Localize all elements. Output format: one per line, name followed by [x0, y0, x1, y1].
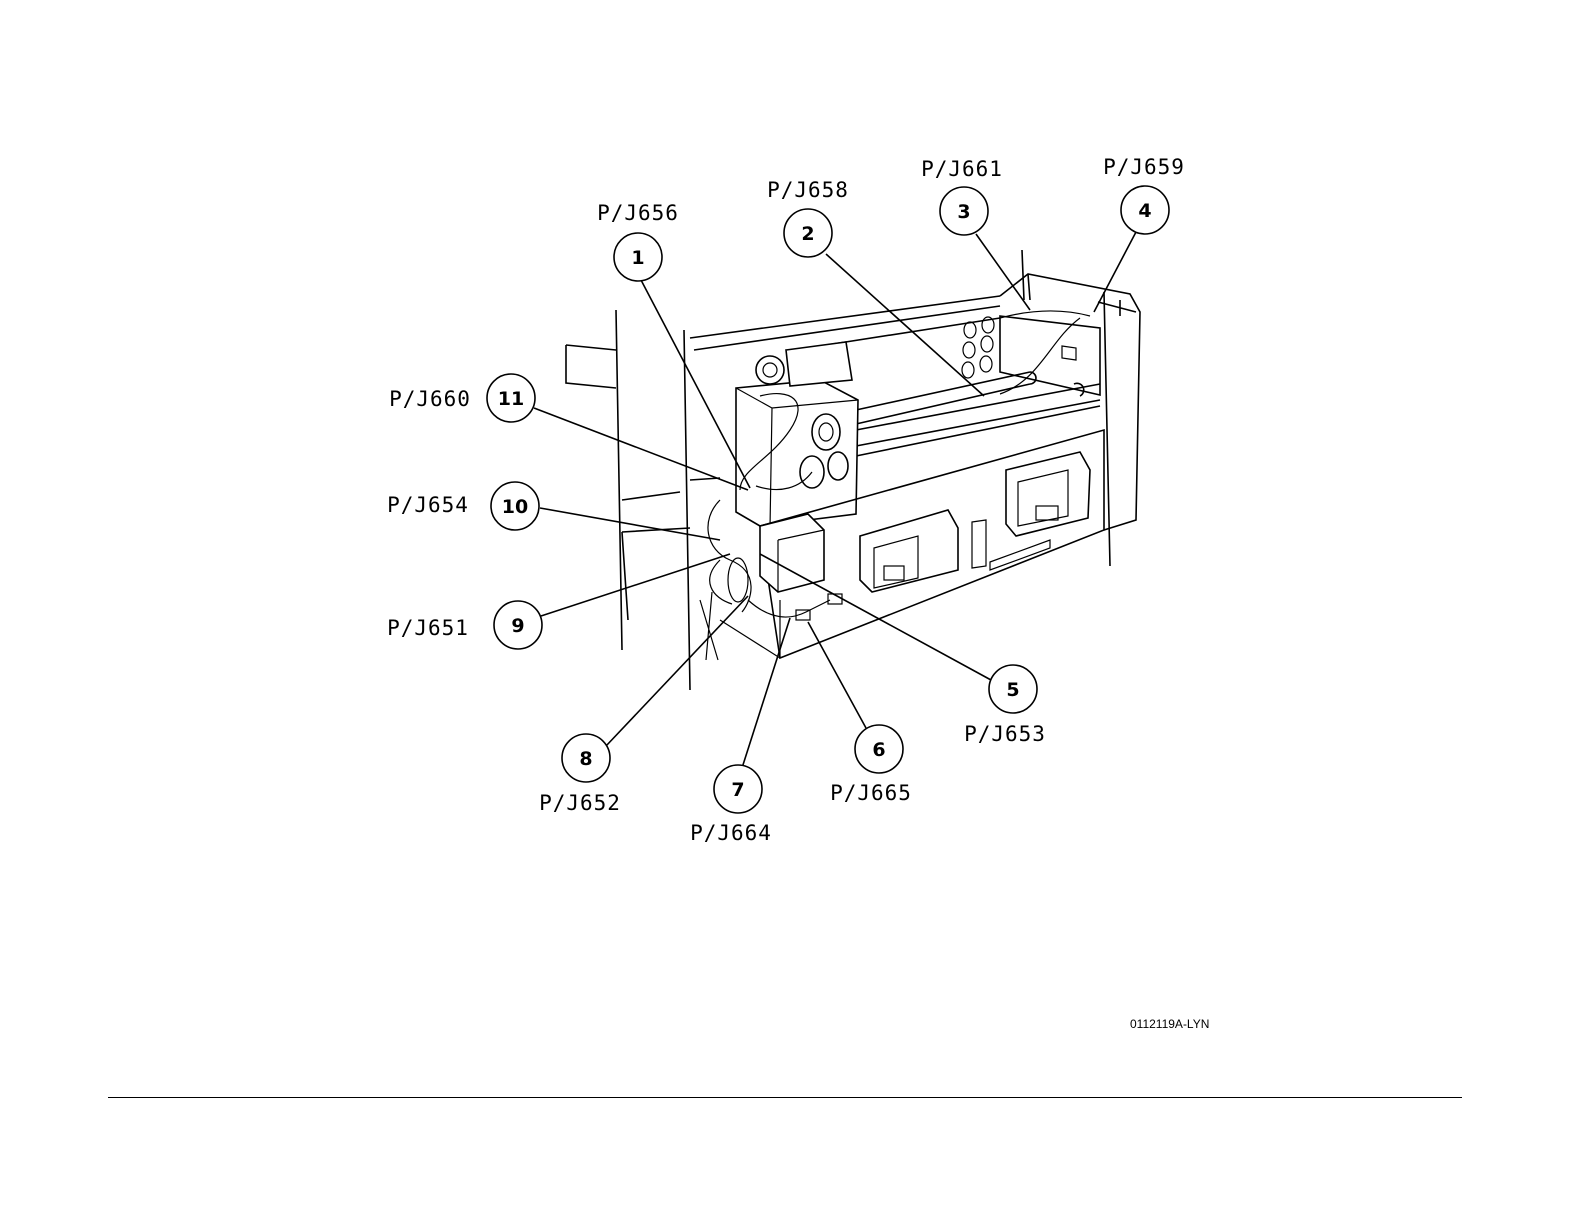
callout-label: P/J665: [830, 781, 912, 805]
callout-label: P/J664: [690, 821, 772, 845]
callout-number: 8: [579, 748, 592, 770]
callout-4: 4 P/J659: [1103, 155, 1185, 234]
callout-label: P/J653: [964, 722, 1046, 746]
callout-label: P/J654: [387, 493, 469, 517]
callout-number: 7: [731, 779, 744, 801]
callout-number: 9: [511, 615, 524, 637]
callout-number: 3: [957, 201, 970, 223]
machine-drawing: [566, 250, 1140, 690]
callout-number: 10: [502, 496, 528, 518]
callout-label: P/J659: [1103, 155, 1185, 179]
callout-11: 11 P/J660: [389, 374, 535, 422]
perforated-plate: [962, 317, 994, 378]
callout-7: 7 P/J664: [690, 765, 772, 845]
callout-number: 2: [801, 223, 814, 245]
callout-label: P/J661: [921, 157, 1003, 181]
callout-9: 9 P/J651: [387, 601, 542, 649]
callout-1: 1 P/J656: [597, 201, 679, 281]
callout-number: 11: [498, 388, 524, 410]
callout-label: P/J660: [389, 387, 471, 411]
callout-number: 1: [631, 247, 644, 269]
callout-label: P/J658: [767, 178, 849, 202]
callout-label: P/J656: [597, 201, 679, 225]
callout-10: 10 P/J654: [387, 482, 539, 530]
callout-number: 6: [872, 739, 885, 761]
callout-3: 3 P/J661: [921, 157, 1003, 235]
callout-number: 5: [1006, 679, 1019, 701]
callout-5: 5 P/J653: [964, 665, 1046, 746]
callout-6: 6 P/J665: [830, 725, 912, 805]
callout-2: 2 P/J658: [767, 178, 849, 257]
footer-rule: [108, 1097, 1462, 1098]
callout-number: 4: [1138, 200, 1151, 222]
figure-code: 0112119A-LYN: [1130, 1017, 1209, 1031]
callout-label: P/J652: [539, 791, 621, 815]
callout-8: 8 P/J652: [539, 734, 621, 815]
callout-label: P/J651: [387, 616, 469, 640]
